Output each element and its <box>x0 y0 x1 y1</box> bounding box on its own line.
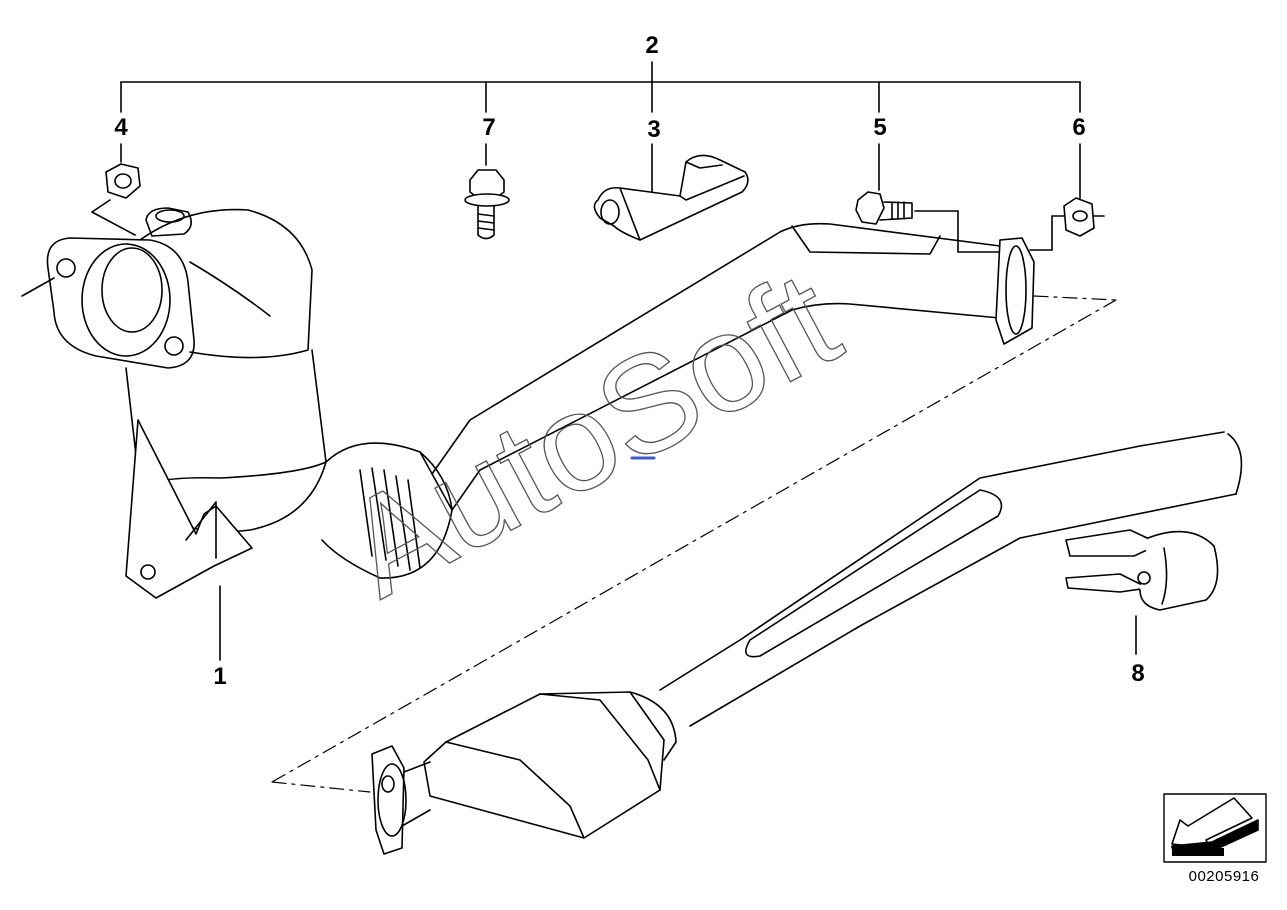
group-2-bracket <box>120 61 1081 113</box>
hex-nut-part-4 <box>91 143 141 236</box>
callout-1: 1 <box>213 663 227 690</box>
catalytic-converter-part-1 <box>21 207 1035 661</box>
diagram-number: 00205916 <box>1188 868 1260 885</box>
flange-bolt-part-7 <box>464 143 510 240</box>
alignment-lines <box>271 295 1117 793</box>
bracket-part-3 <box>593 143 749 241</box>
rubber-mount-part-8 <box>1065 529 1219 655</box>
rear-converter-pipe <box>371 431 1243 855</box>
direction-arrow-icon <box>1163 793 1267 863</box>
callout-4: 4 <box>114 114 128 141</box>
callout-8: 8 <box>1131 660 1145 687</box>
callout-5: 5 <box>873 114 887 141</box>
callout-2: 2 <box>645 32 659 59</box>
callout-7: 7 <box>482 114 496 141</box>
bolt-part-5 <box>855 143 1001 253</box>
callout-6: 6 <box>1072 114 1086 141</box>
callout-3: 3 <box>647 116 661 143</box>
nut-part-6 <box>1029 143 1105 251</box>
